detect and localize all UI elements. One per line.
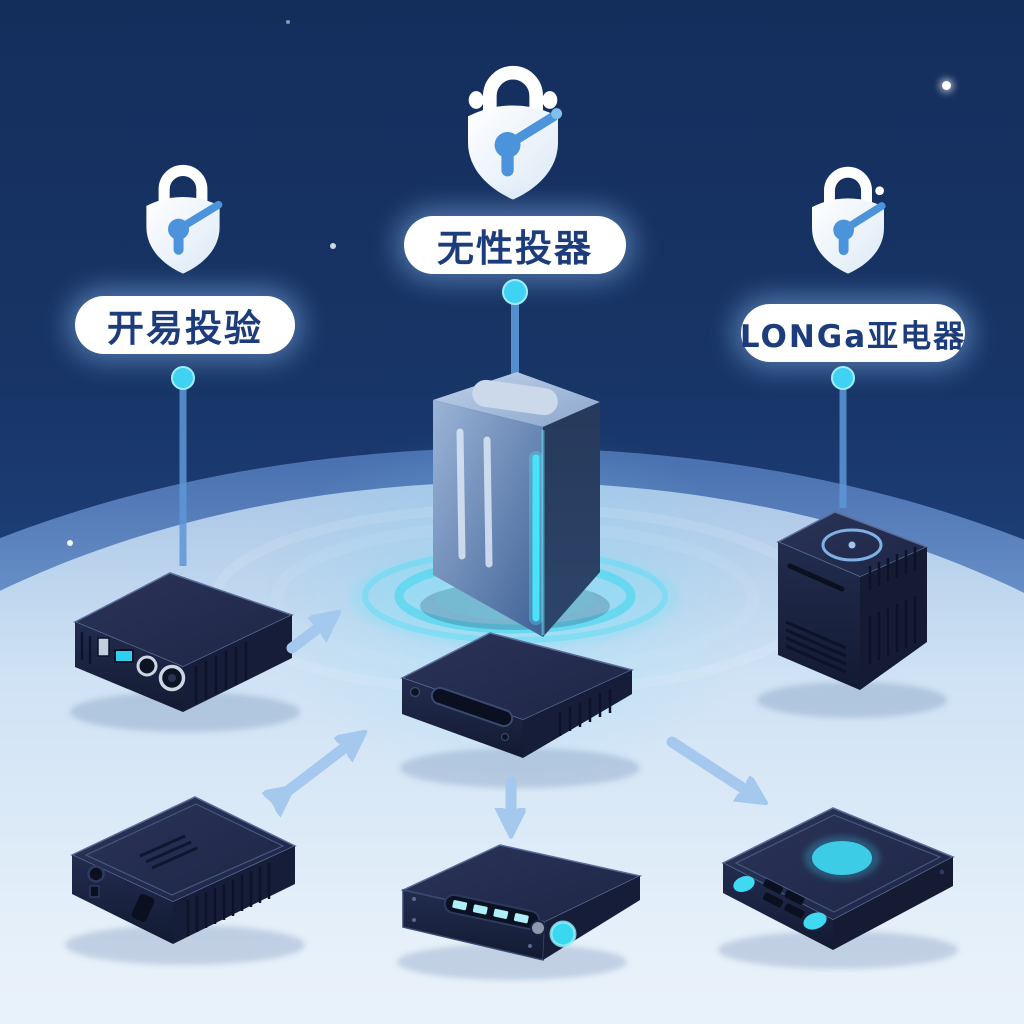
led-segments [452, 900, 529, 924]
router-switch [97, 637, 110, 657]
label-text: LONGa亚电器 [739, 318, 967, 355]
media-box-center [400, 632, 640, 788]
front-cyan-light [733, 876, 755, 892]
connector-middle [502, 279, 528, 380]
router-device-left [70, 572, 300, 732]
disc-slot [430, 686, 514, 728]
router-port [136, 655, 158, 677]
shield-lock-icon [126, 156, 240, 278]
central-server [433, 372, 600, 637]
port-square [89, 885, 100, 898]
label-pill-middle: 无性投器 [404, 216, 626, 274]
label-pill-right: LONGa亚电器 [739, 304, 967, 362]
tower-slot [787, 563, 845, 592]
label-text: 开易投验 [107, 307, 263, 350]
port-round [87, 865, 105, 883]
star [942, 81, 951, 90]
star [330, 243, 336, 249]
star [286, 20, 290, 24]
box-bottom-left [65, 796, 305, 965]
connector-left [171, 366, 195, 566]
front-grille [763, 879, 805, 919]
cyan-button [549, 920, 577, 948]
arrow-bottomleft-center [280, 742, 352, 797]
router-display [114, 649, 134, 663]
connection-arrows [280, 622, 752, 820]
star [67, 540, 73, 546]
player-bottom-center [397, 844, 643, 980]
arrow-to-bottomright [666, 736, 752, 794]
hub-bottom-right [718, 807, 958, 969]
power-button [409, 686, 421, 698]
shield-lock-icon [443, 55, 583, 205]
shield-lock-icon [792, 158, 904, 278]
arrow-left-to-center [286, 622, 326, 654]
tower-device-right [757, 511, 947, 718]
small-button [530, 920, 546, 936]
front-cyan-light [803, 912, 827, 930]
tower-top-ring [821, 528, 883, 562]
label-text: 无性投器 [437, 227, 593, 270]
connector-right [831, 366, 855, 508]
label-pill-left: 开易投验 [75, 296, 295, 354]
